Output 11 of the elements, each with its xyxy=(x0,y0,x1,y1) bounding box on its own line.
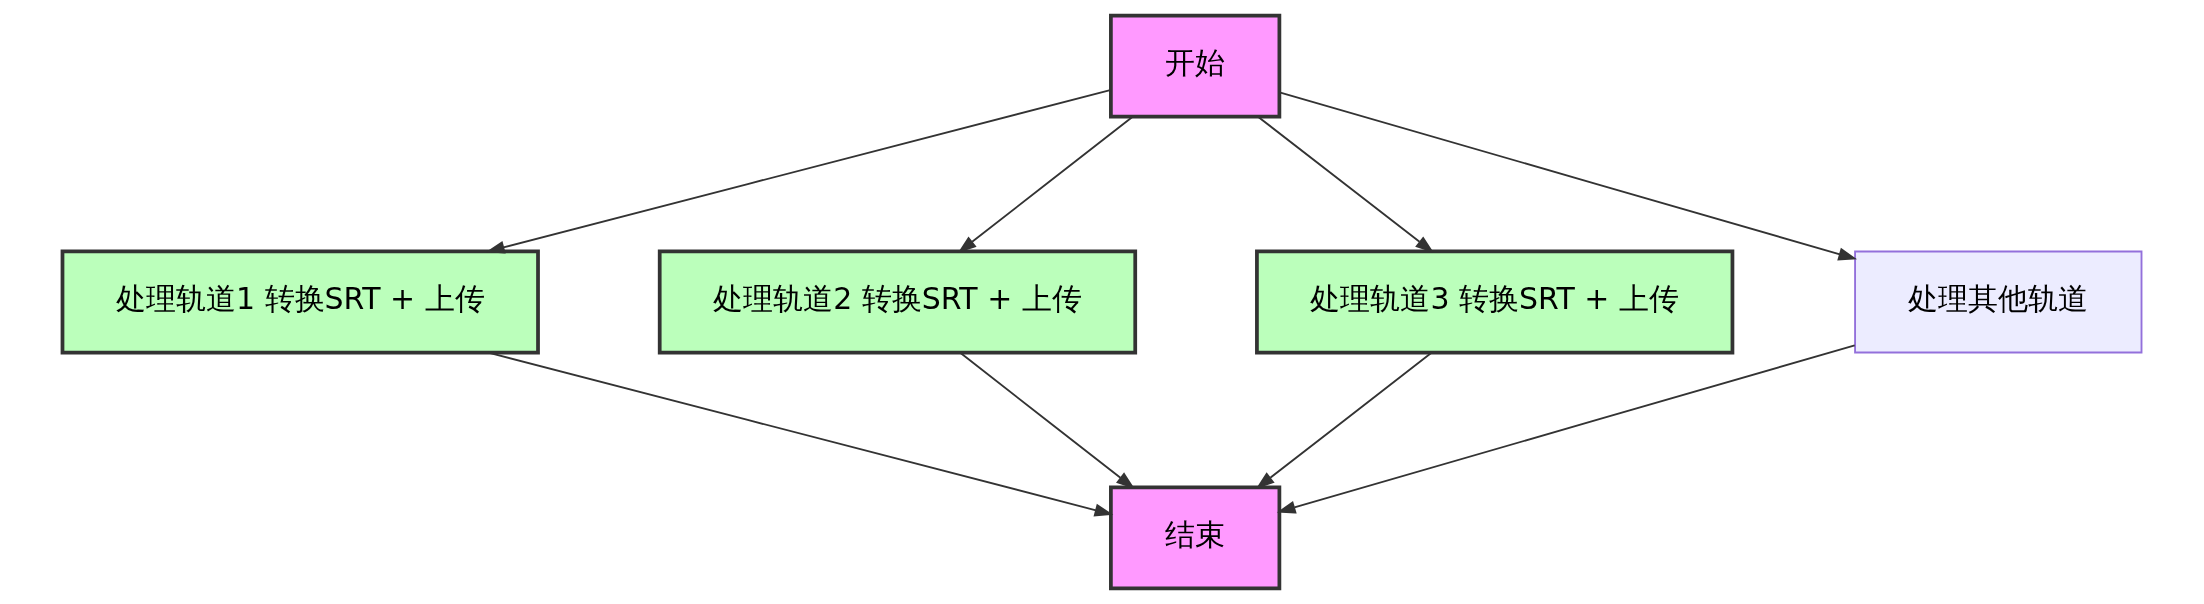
node-box: 处理轨道3 转换SRT + 上传 xyxy=(1255,249,1735,355)
node-box: 处理其他轨道 xyxy=(1854,250,2143,354)
arrow xyxy=(487,351,1114,517)
arrow xyxy=(1278,91,1858,261)
arrow xyxy=(1276,344,1856,514)
node-box: 开始 xyxy=(1109,13,1282,119)
arrow xyxy=(1255,352,1433,489)
arrow xyxy=(959,352,1135,489)
node-box: 处理轨道2 转换SRT + 上传 xyxy=(657,249,1138,355)
node-box: 结束 xyxy=(1109,485,1282,591)
node-box: 处理轨道1 转换SRT + 上传 xyxy=(60,249,540,355)
